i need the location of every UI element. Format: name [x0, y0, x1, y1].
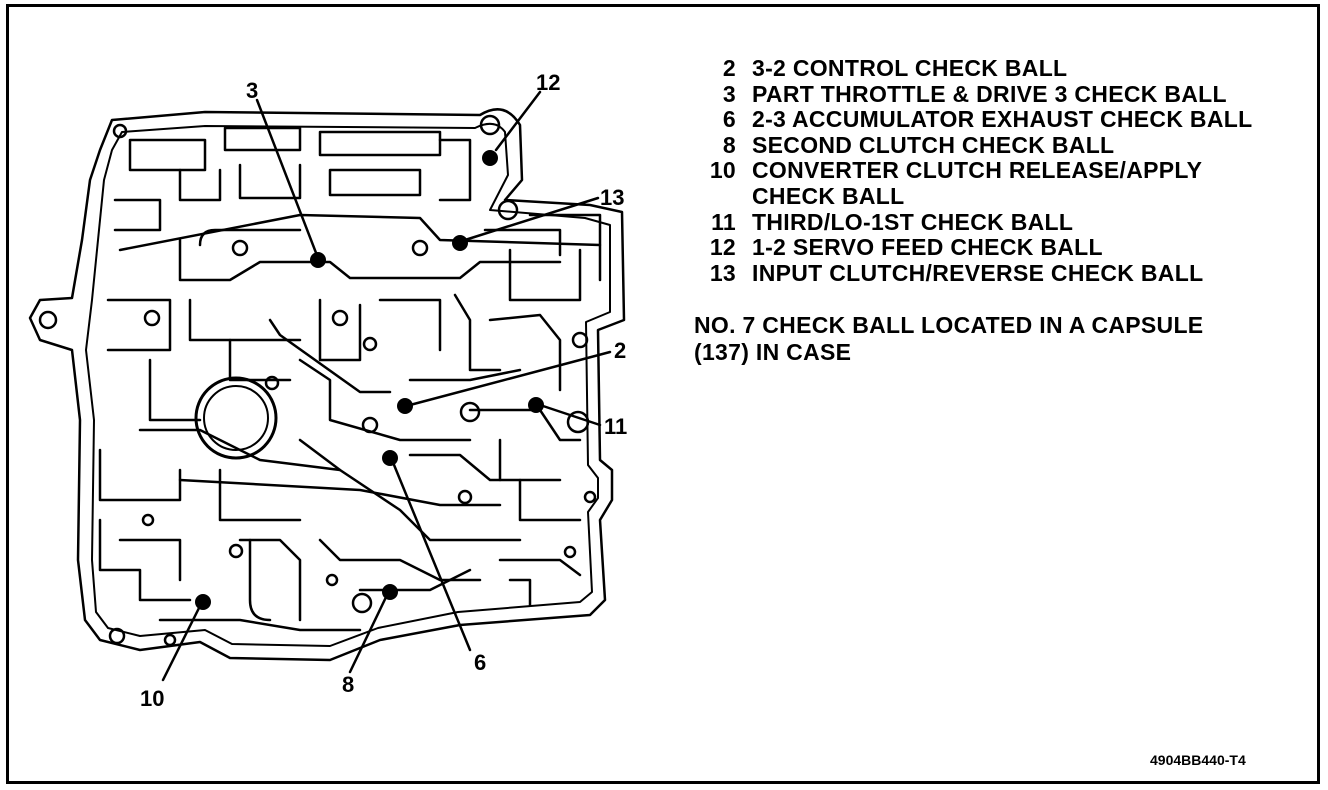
check-ball-11	[528, 397, 544, 413]
leader-line-11	[538, 403, 602, 427]
legend-row: 3 PART THROTTLE & DRIVE 3 CHECK BALL	[700, 80, 1252, 108]
callout-10: 10	[140, 686, 164, 711]
capsule-note: NO. 7 CHECK BALL LOCATED IN A CAPSULE (1…	[694, 312, 1203, 366]
legend-number: 8	[722, 131, 736, 158]
note-line-1: NO. 7 CHECK BALL LOCATED IN A CAPSULE	[694, 312, 1204, 338]
check-ball-8	[382, 584, 398, 600]
leader-line-12	[494, 90, 542, 152]
leader-line-6	[390, 458, 472, 652]
callout-2: 2	[614, 338, 626, 363]
legend-text: INPUT CLUTCH/REVERSE CHECK BALL	[752, 259, 1204, 286]
legend-row: 11 THIRD/LO-1ST CHECK BALL	[700, 208, 1252, 236]
legend-number: 3	[722, 80, 736, 107]
leader-line-13	[463, 196, 600, 242]
legend-number: 2	[722, 55, 736, 81]
legend-number: 13	[709, 259, 736, 286]
legend-row: 8 SECOND CLUTCH CHECK BALL	[700, 131, 1252, 159]
leader-line-8	[348, 591, 390, 674]
check-ball-2	[397, 398, 413, 414]
callout-6: 6	[474, 650, 486, 675]
legend-text: 3-2 CONTROL CHECK BALL	[752, 55, 1068, 81]
legend-row: 2 3-2 CONTROL CHECK BALL	[700, 55, 1252, 82]
legend-row: 10 CONVERTER CLUTCH RELEASE/APPLY	[700, 158, 1252, 184]
legend-text: 2-3 ACCUMULATOR EXHAUST CHECK BALL	[752, 106, 1253, 133]
legend-row: CHECK BALL	[700, 182, 1252, 210]
check-ball-13	[452, 235, 468, 251]
callout-3: 3	[246, 78, 258, 103]
legend-number: 6	[722, 106, 736, 133]
check-ball-3	[310, 252, 326, 268]
legend-text: 1-2 SERVO FEED CHECK BALL	[752, 234, 1103, 261]
legend-text: CONVERTER CLUTCH RELEASE/APPLY	[752, 157, 1203, 184]
legend-number: 10	[709, 157, 736, 184]
leader-line-2	[408, 350, 612, 407]
figure-frame	[6, 4, 1320, 784]
check-ball-6	[382, 450, 398, 466]
legend-row: 13 INPUT CLUTCH/REVERSE CHECK BALL	[700, 259, 1252, 287]
valve-body-outline	[28, 108, 626, 662]
check-ball-10	[195, 594, 211, 610]
legend-row: 6 2-3 ACCUMULATOR EXHAUST CHECK BALL	[700, 107, 1252, 133]
check-ball-12	[482, 150, 498, 166]
legend-number: 12	[709, 234, 736, 261]
note-line-2: (137) IN CASE	[694, 339, 852, 365]
callout-13: 13	[600, 185, 624, 210]
legend-text: SECOND CLUTCH CHECK BALL	[752, 131, 1115, 158]
leader-line-10	[161, 600, 204, 682]
valve-body-inner-outline	[85, 122, 611, 647]
legend-row: 12 1-2 SERVO FEED CHECK BALL	[700, 235, 1252, 261]
center-bore	[194, 376, 278, 460]
legend-text: PART THROTTLE & DRIVE 3 CHECK BALL	[752, 80, 1227, 107]
legend-number: 11	[711, 208, 736, 235]
callout-8: 8	[342, 672, 354, 697]
figure-code: 4904BB440-T4	[1150, 752, 1246, 768]
callout-11: 11	[604, 414, 627, 439]
legend-text: CHECK BALL	[752, 182, 905, 209]
check-ball-legend: 2 3-2 CONTROL CHECK BALL 3 PART THROTTLE &…	[700, 55, 1252, 287]
legend-number	[700, 184, 736, 210]
legend-text: THIRD/LO-1ST CHECK BALL	[752, 208, 1074, 235]
callout-12: 12	[536, 70, 560, 95]
leader-line-3	[255, 98, 320, 260]
